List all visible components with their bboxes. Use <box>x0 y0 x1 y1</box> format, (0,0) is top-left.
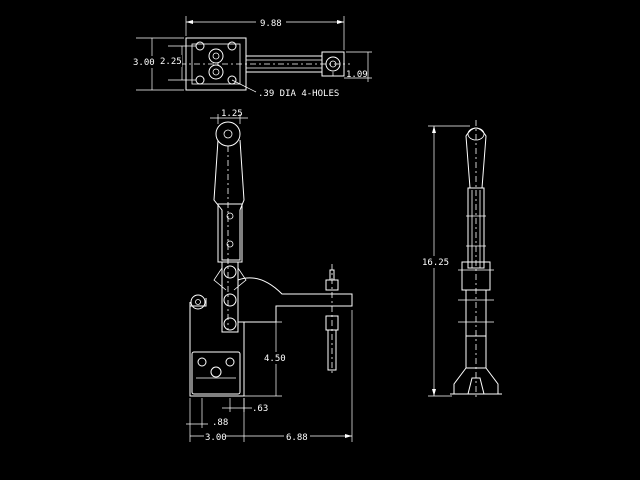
arrow-head <box>432 126 436 133</box>
pivot-pin <box>223 317 237 331</box>
dim-reach: 6.88 <box>286 433 308 443</box>
dim-overall-height: 16.25 <box>422 258 449 268</box>
clamp-arm <box>237 277 353 323</box>
pivot-pin <box>223 293 237 307</box>
mounting-hole <box>227 75 237 85</box>
mounting-hole <box>227 41 237 51</box>
side-view-handle-grip <box>465 127 487 189</box>
mounting-hole <box>195 41 205 51</box>
label-bg <box>420 256 448 268</box>
dim-base-offset: .63 <box>252 404 268 414</box>
mounting-hole <box>225 357 235 367</box>
arrow-head <box>337 20 344 24</box>
side-view-base <box>453 367 499 395</box>
side-view-handle-shaft <box>467 187 485 269</box>
arrow-head <box>345 434 352 438</box>
mounting-hole <box>197 357 207 367</box>
pivot-ear <box>190 294 206 310</box>
side-view: 16.25 <box>420 120 502 400</box>
dim-overall-width: 3.00 <box>133 58 155 68</box>
handle-knob <box>215 121 241 147</box>
handle-bar <box>213 139 245 261</box>
pivot-boss <box>208 48 224 64</box>
dim-end-offset: 1.09 <box>346 70 368 80</box>
top-view: 9.88 3.00 2.25 1.09 .39 DIA 4-HOLES <box>132 16 372 99</box>
label-bg <box>132 56 154 68</box>
dim-overall-length: 9.88 <box>260 19 282 29</box>
mounting-hole <box>195 75 205 85</box>
leader-line <box>231 79 257 93</box>
pivot-boss <box>208 64 224 80</box>
label-bg <box>158 55 182 67</box>
pivot-pin <box>212 52 220 60</box>
base-plate <box>191 351 241 395</box>
label-bg <box>262 352 286 364</box>
pivot-ear-body <box>189 298 207 307</box>
link-pin <box>226 212 234 220</box>
hole-note: .39 DIA 4-HOLES <box>258 89 339 99</box>
front-view-link <box>221 261 239 333</box>
mounting-hole <box>210 366 222 378</box>
link-brace <box>213 267 247 291</box>
dim-hole-offset: .88 <box>212 418 228 428</box>
pivot-pin <box>223 265 237 279</box>
dim-base-width: 3.00 <box>205 433 227 443</box>
handle-knob-pin <box>223 129 233 139</box>
link-pin <box>226 240 234 248</box>
arrow-head <box>432 389 436 396</box>
dim-hole-spacing: 2.25 <box>160 57 182 67</box>
label-bg <box>284 431 310 441</box>
arrow-head <box>186 20 193 24</box>
dim-handle-width: 1.25 <box>221 109 243 119</box>
clamp-base-body <box>189 306 245 397</box>
label-bg <box>204 431 226 441</box>
dim-base-height: 4.50 <box>264 354 286 364</box>
label-bg <box>256 16 286 28</box>
pivot-pin <box>212 68 220 76</box>
pivot-ear-pin <box>195 299 201 305</box>
front-view: 1.25 4.50 .63 .88 3.00 6.88 <box>186 109 353 443</box>
